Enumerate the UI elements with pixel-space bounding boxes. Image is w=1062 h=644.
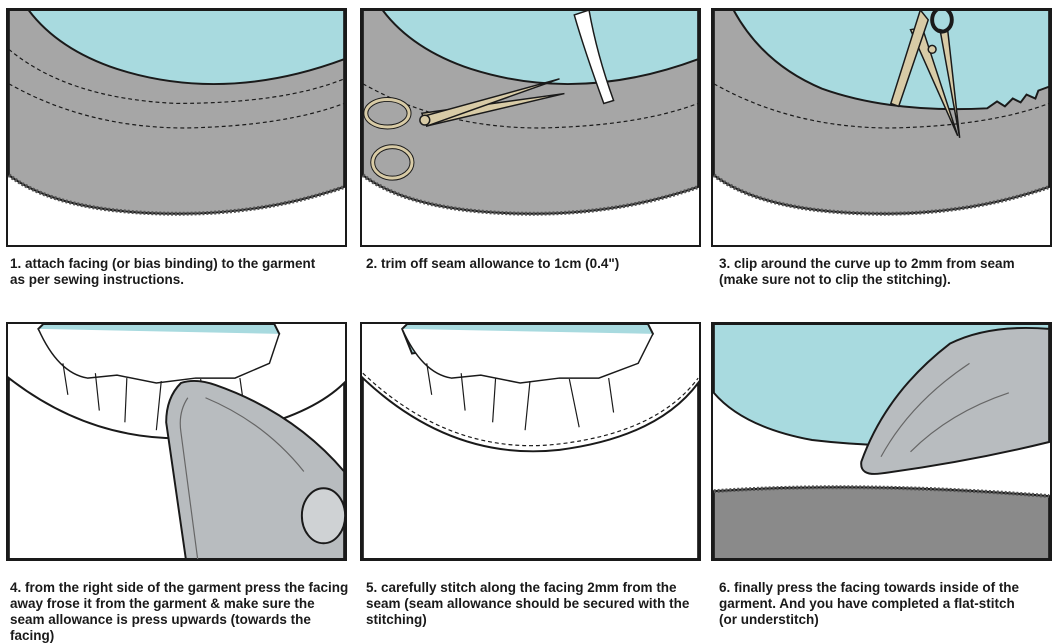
step-3-panel <box>711 8 1052 247</box>
step-5-caption: 5. carefully stitch along the facing 2mm… <box>366 580 690 627</box>
seam-allowance <box>401 328 654 384</box>
understitch-line <box>362 372 699 447</box>
scissors-icon <box>889 10 961 138</box>
clip-marks <box>426 363 615 431</box>
iron-icon <box>165 379 345 559</box>
step-2-panel <box>360 8 701 247</box>
step-1-panel <box>6 8 347 247</box>
overlock-edge <box>713 173 1050 216</box>
step-4-panel <box>6 322 347 561</box>
step-5-panel <box>360 322 701 561</box>
iron-icon <box>860 326 1050 475</box>
step-4-illustration <box>8 324 345 559</box>
step-4-caption: 4. from the right side of the garment pr… <box>10 580 349 643</box>
garment-fabric <box>713 486 1050 559</box>
facing-lining <box>362 10 699 86</box>
scissors-icon <box>363 78 565 181</box>
step-2-illustration <box>362 10 699 216</box>
step-2-caption: 2. trim off seam allowance to 1cm (0.4") <box>366 256 620 271</box>
overlock-edge <box>8 173 345 216</box>
overlock-edge <box>713 485 1050 499</box>
step-6-panel <box>711 322 1052 561</box>
step-1-illustration <box>8 10 345 216</box>
seam-allowance <box>37 328 280 384</box>
step-6-illustration <box>713 324 1050 559</box>
clipped-lining <box>713 10 1050 111</box>
step-3-caption: 3. clip around the curve up to 2mm from … <box>719 256 1015 287</box>
step-5-illustration <box>362 324 699 559</box>
step-3-illustration <box>713 10 1050 216</box>
facing-lining <box>8 10 345 86</box>
step-6-caption: 6. finally press the facing towards insi… <box>719 580 1020 627</box>
stitch-line <box>8 48 345 105</box>
garment-body <box>362 375 699 559</box>
trimmed-strip <box>573 10 615 105</box>
step-1-caption: 1. attach facing (or bias binding) to th… <box>10 256 316 287</box>
overlock-edge <box>362 173 699 216</box>
